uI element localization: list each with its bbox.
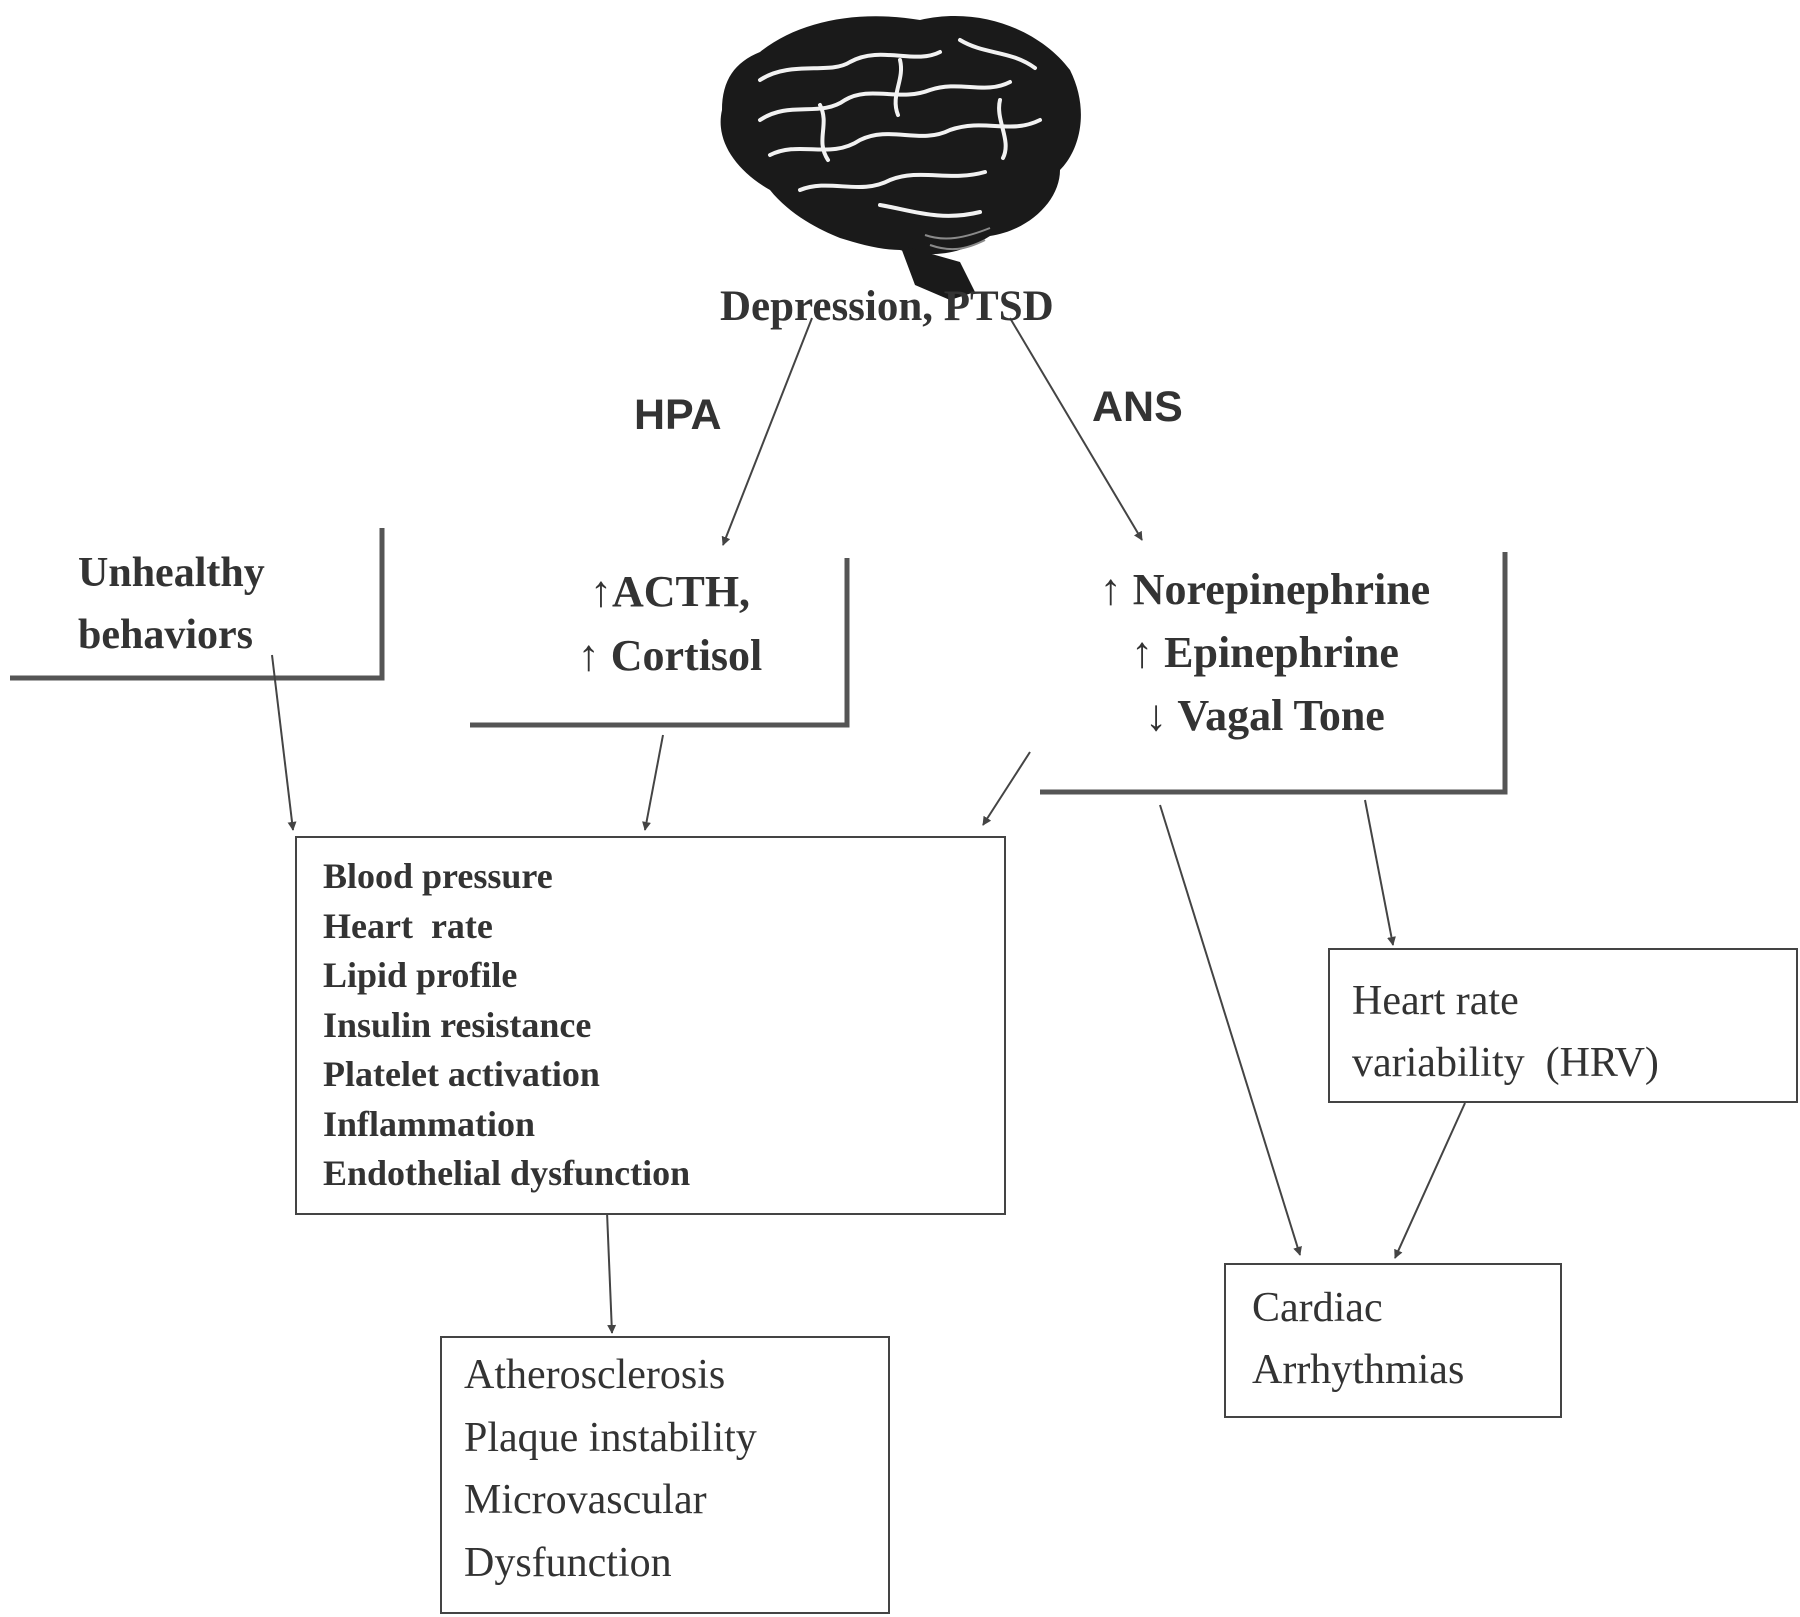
list-item: Inflammation xyxy=(323,1103,536,1144)
arrow-brain-to-ans xyxy=(1009,317,1143,541)
behaviors-line-2: behaviors xyxy=(78,612,254,658)
norepinephrine-text: ↑ Norepinephrine xyxy=(1099,565,1431,614)
hrv-label: Heart rate variability (HRV) xyxy=(1352,970,1659,1094)
hrv-line-2: variability (HRV) xyxy=(1352,1040,1659,1086)
arrow-hpa-to-risk xyxy=(642,734,664,831)
hpa-label: HPA xyxy=(634,391,722,439)
arrow-hrv-to-arrhythmias xyxy=(1394,1102,1466,1259)
acth-text: ↑ACTH, xyxy=(589,567,751,616)
atherosclerosis-box: Atherosclerosis Plaque instability Micro… xyxy=(440,1336,890,1614)
list-item: Blood pressure xyxy=(323,856,553,896)
hrv-box: Heart rate variability (HRV) xyxy=(1328,948,1798,1103)
arrhythmias-line-1: Cardiac xyxy=(1252,1285,1383,1331)
ans-label: ANS xyxy=(1092,383,1183,431)
arrow-ans-to-arrhythmias xyxy=(1159,804,1302,1256)
list-item: Atherosclerosis xyxy=(464,1352,726,1398)
arrow-risk-to-atherosclerosis xyxy=(606,1211,617,1334)
list-item: Dysfunction xyxy=(464,1539,672,1586)
arrhythmias-label: Cardiac Arrhythmias xyxy=(1252,1277,1464,1401)
hrv-line-1: Heart rate xyxy=(1352,978,1519,1024)
list-item: Microvascular xyxy=(464,1477,707,1523)
list-item: Platelet activation xyxy=(323,1054,600,1094)
list-item: Plaque instability xyxy=(464,1414,757,1461)
vagal-tone-text: ↓ Vagal Tone xyxy=(1145,691,1385,740)
ans-bracket xyxy=(1040,552,1508,795)
behaviors-label: Unhealthy behaviors xyxy=(78,542,265,666)
list-item: Endothelial dysfunction xyxy=(323,1153,691,1193)
cortisol-text: ↑ Cortisol xyxy=(577,631,763,680)
source-title: Depression, PTSD xyxy=(720,283,1054,330)
arrhythmias-line-2: Arrhythmias xyxy=(1252,1347,1465,1393)
epinephrine-text: ↑ Epinephrine xyxy=(1131,628,1399,677)
list-item: Heart rate xyxy=(323,905,493,946)
arrow-ans-to-risk xyxy=(982,751,1031,826)
arrow-brain-to-hpa xyxy=(721,317,813,546)
arrhythmias-box: Cardiac Arrhythmias xyxy=(1224,1263,1562,1418)
ans-mediators: ↑ Norepinephrine ↑ Epinephrine ↓ Vagal T… xyxy=(1045,558,1485,747)
list-item: Lipid profile xyxy=(323,955,518,995)
list-item: Insulin resistance xyxy=(323,1004,592,1045)
arrow-behaviors-to-risk xyxy=(271,654,297,831)
behaviors-bracket xyxy=(10,528,385,681)
hpa-hormones: ↑ACTH, ↑ Cortisol xyxy=(520,560,820,688)
brain-icon xyxy=(720,15,1081,300)
hpa-bracket xyxy=(470,558,850,728)
arrow-ans-to-hrv xyxy=(1364,799,1396,946)
behaviors-line-1: Unhealthy xyxy=(78,550,265,596)
atherosclerosis-list: Atherosclerosis Plaque instability Micro… xyxy=(464,1344,757,1594)
risk-factors-box: Blood pressure Heart rate Lipid profile … xyxy=(295,836,1006,1215)
risk-factors-list: Blood pressure Heart rate Lipid profile … xyxy=(323,852,690,1199)
